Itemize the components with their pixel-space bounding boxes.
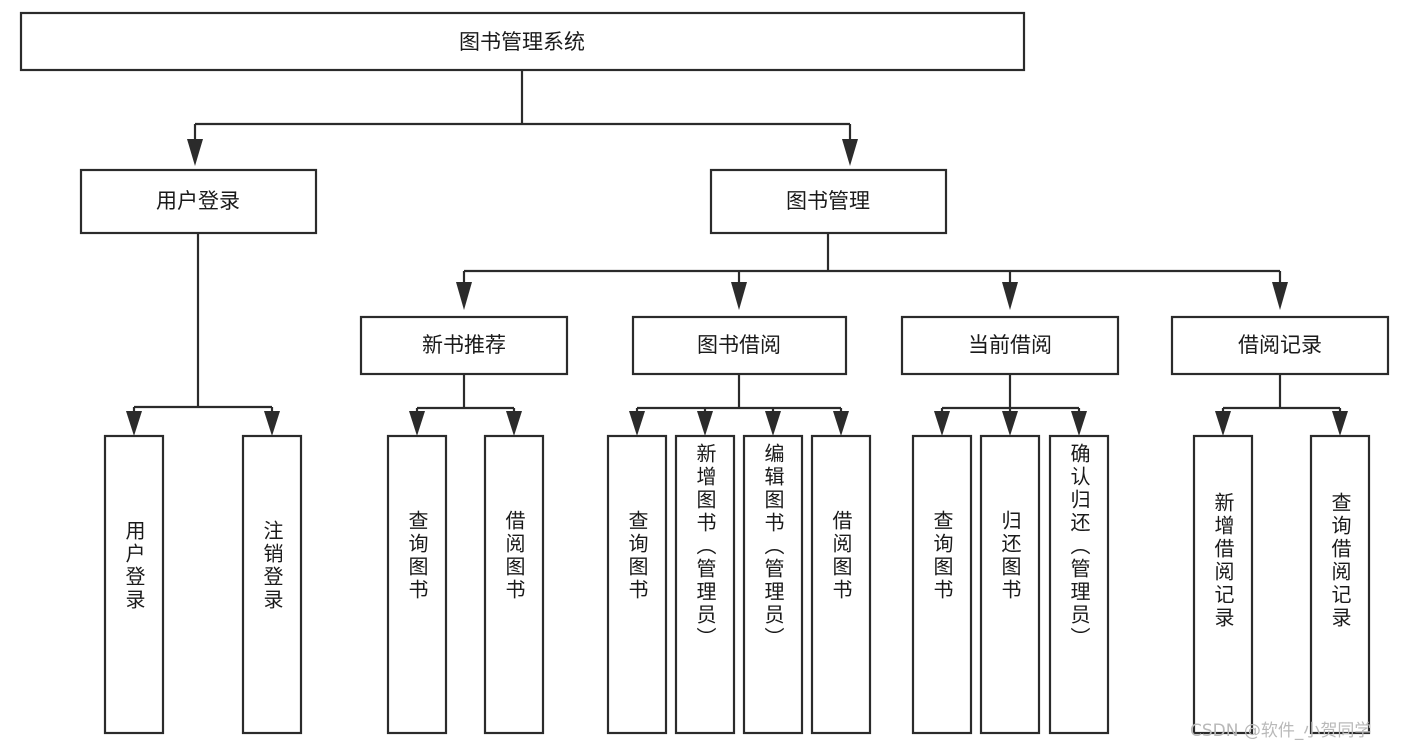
node-user-login-label: 用户登录 xyxy=(156,189,240,213)
leaf-box-logout-login[interactable] xyxy=(241,434,303,735)
arrow-head-icon xyxy=(697,411,713,436)
arrow-head-icon xyxy=(1215,411,1231,436)
leaf-box-add-record[interactable] xyxy=(1192,434,1254,735)
arrow-head-icon xyxy=(506,411,522,436)
arrow-head-icon xyxy=(833,411,849,436)
leaf-box-add-book[interactable] xyxy=(674,434,736,735)
leaf-box-query-book-2[interactable] xyxy=(606,434,668,735)
arrow-head-icon xyxy=(842,139,858,166)
node-root-label: 图书管理系统 xyxy=(459,30,585,54)
leaf-boxes xyxy=(103,434,1371,735)
leaf-box-edit-book[interactable] xyxy=(742,434,804,735)
node-user-login[interactable]: 用户登录 xyxy=(79,168,318,235)
edge-user-login-to-leaves xyxy=(126,233,280,436)
node-book-borrow[interactable]: 图书借阅 xyxy=(631,315,848,376)
edge-book-manage-to-level2 xyxy=(456,233,1288,310)
node-book-borrow-label: 图书借阅 xyxy=(697,333,781,357)
arrow-head-icon xyxy=(1332,411,1348,436)
node-root[interactable]: 图书管理系统 xyxy=(19,11,1026,72)
node-book-manage-label: 图书管理 xyxy=(786,189,870,213)
node-current-borrow-label: 当前借阅 xyxy=(968,333,1052,357)
csdn-watermark: CSDN @软件_小贺同学 xyxy=(1190,721,1372,741)
node-new-book-rec[interactable]: 新书推荐 xyxy=(359,315,569,376)
arrow-head-icon xyxy=(187,139,203,166)
node-book-manage[interactable]: 图书管理 xyxy=(709,168,948,235)
leaf-box-query-book-1[interactable] xyxy=(386,434,448,735)
edge-root-to-level1 xyxy=(187,70,858,166)
leaf-box-confirm-return[interactable] xyxy=(1048,434,1110,735)
arrow-head-icon xyxy=(1272,282,1288,310)
arrow-head-icon xyxy=(1002,411,1018,436)
arrow-head-icon xyxy=(731,282,747,310)
arrow-head-icon xyxy=(1002,282,1018,310)
node-current-borrow[interactable]: 当前借阅 xyxy=(900,315,1120,376)
arrow-head-icon xyxy=(126,411,142,436)
arrow-head-icon xyxy=(1071,411,1087,436)
edge-book-borrow-to-leaves xyxy=(629,374,849,436)
arrow-head-icon xyxy=(629,411,645,436)
leaf-box-user-login[interactable] xyxy=(103,434,165,735)
leaf-box-query-record[interactable] xyxy=(1309,434,1371,735)
edge-current-borrow-to-leaves xyxy=(934,374,1087,436)
arrow-head-icon xyxy=(934,411,950,436)
arrow-head-icon xyxy=(409,411,425,436)
arrow-head-icon xyxy=(765,411,781,436)
leaf-box-borrow-book-1[interactable] xyxy=(483,434,545,735)
arrow-head-icon xyxy=(264,411,280,436)
leaf-box-return-book[interactable] xyxy=(979,434,1041,735)
leaf-box-borrow-book-2[interactable] xyxy=(810,434,872,735)
arrow-head-icon xyxy=(456,282,472,310)
node-borrow-record[interactable]: 借阅记录 xyxy=(1170,315,1390,376)
node-new-book-rec-label: 新书推荐 xyxy=(422,333,506,357)
leaf-box-query-book-3[interactable] xyxy=(911,434,973,735)
edge-new-book-rec-to-leaves xyxy=(409,374,522,436)
edge-borrow-record-to-leaves xyxy=(1215,374,1348,436)
node-borrow-record-label: 借阅记录 xyxy=(1238,333,1322,357)
